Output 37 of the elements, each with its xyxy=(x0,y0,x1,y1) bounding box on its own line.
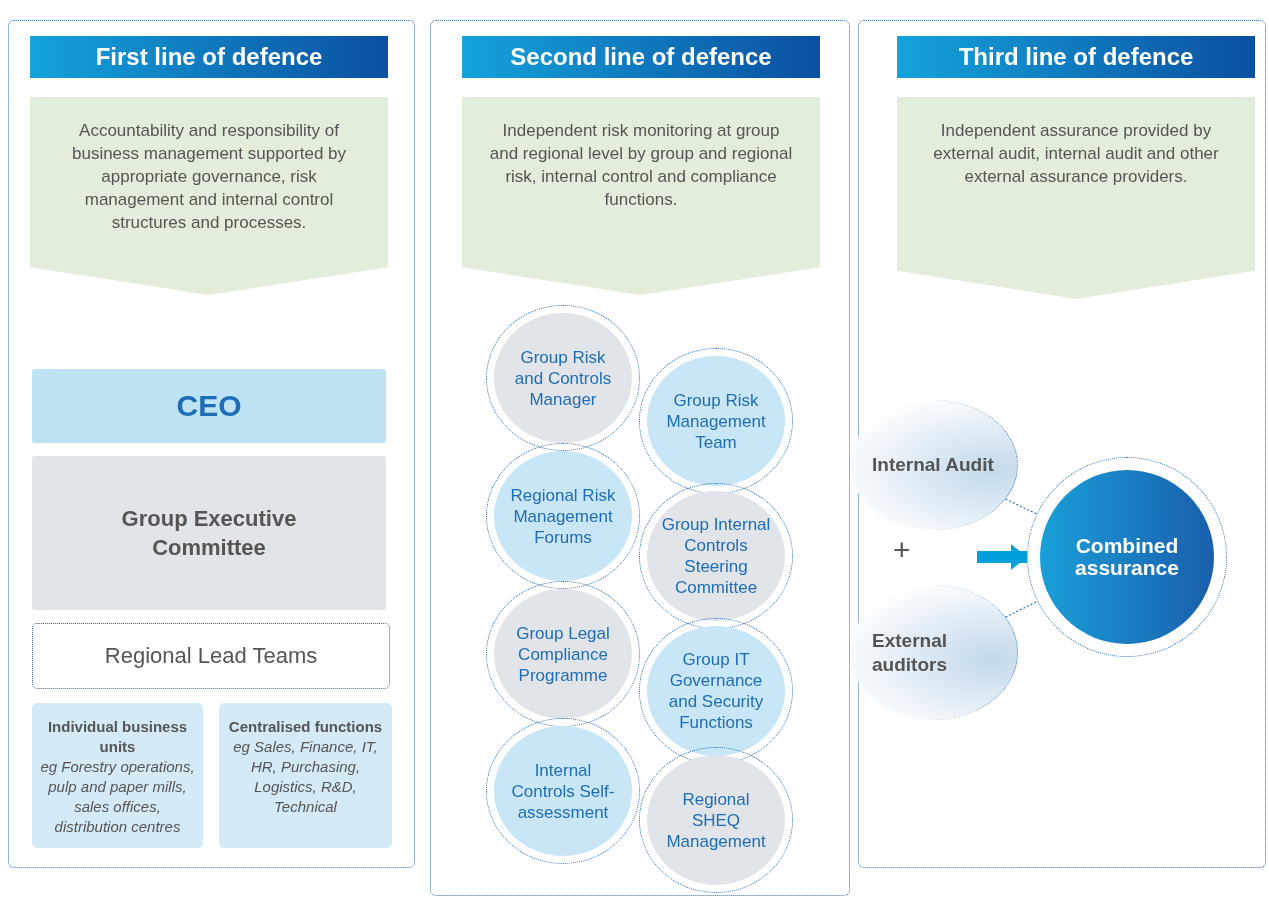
node-text: Group Risk and Controls Manager xyxy=(513,346,613,410)
node-text: First line of defence xyxy=(95,43,323,71)
unit-heading: Centralised functions xyxy=(227,717,384,737)
node-text: Independent assurance provided by external audit, internal audit and other external assurance providers. xyxy=(933,121,1219,186)
plus-sign: + xyxy=(893,533,911,567)
block-arrow xyxy=(977,544,1027,570)
chevron-box xyxy=(897,97,1255,299)
node-text: Internal Audit xyxy=(872,453,994,477)
node-text: Regional Lead Teams xyxy=(104,643,318,669)
node-text: Third line of defence xyxy=(958,43,1194,71)
info-box xyxy=(219,703,392,848)
node-text: Group IT Governance and Security Functions xyxy=(667,649,765,733)
node-text: Group Risk Management Team xyxy=(665,389,767,453)
node-text: Second line of defence xyxy=(510,43,772,71)
node-text: Accountability and responsibility of business management supported by appropriate governance, risk management and internal control structures and processes. xyxy=(71,121,347,232)
unit-examples: eg Sales, Finance, IT, HR, Purchasing, Logistics, R&D, Technical xyxy=(232,737,379,817)
role-box xyxy=(32,456,386,610)
node-text: Independent risk monitoring at group and regional level by group and regional risk, internal control and compliance functions. xyxy=(489,121,793,209)
node-text: Internal Controls Self-assessment xyxy=(510,759,616,823)
role-box xyxy=(32,369,386,443)
node-text: Regional SHEQ Management xyxy=(665,788,767,852)
chevron-box xyxy=(462,97,820,295)
node-text: Combined assurance xyxy=(1074,535,1180,579)
chevron-box xyxy=(30,97,388,295)
header-bar xyxy=(30,36,388,78)
node-text: CEO xyxy=(176,389,242,423)
dotted-connector xyxy=(1004,498,1038,515)
dotted-connector xyxy=(1004,600,1038,618)
node-text: Group Executive Committee xyxy=(120,505,298,562)
node-text: Regional Risk Management Forums xyxy=(509,484,617,548)
node-text: Group Legal Compliance Programme xyxy=(515,622,611,686)
node-text: External auditors xyxy=(872,628,948,677)
unit-examples: eg Forestry operations, pulp and paper mills, sales offices, distribution centres xyxy=(40,757,195,837)
info-box xyxy=(32,703,203,848)
node-text: Group Internal Controls Steering Committee xyxy=(660,514,772,598)
header-bar xyxy=(462,36,820,78)
header-bar xyxy=(897,36,1255,78)
